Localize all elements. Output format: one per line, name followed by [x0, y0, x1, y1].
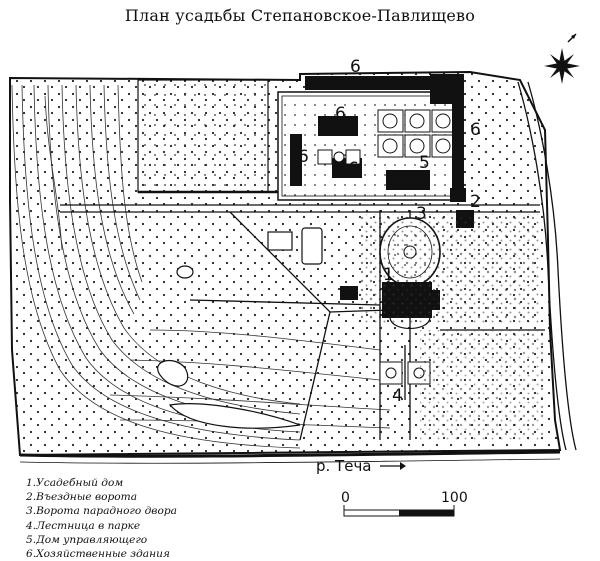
- marker-2: 2: [470, 192, 481, 212]
- scale-end-label: 100: [441, 490, 468, 506]
- marker-6-right: 6: [470, 120, 481, 140]
- ponds: [157, 227, 323, 429]
- compass-rose-icon: [544, 33, 580, 84]
- legend: 1.Усадебный дом 2.Въездные ворота 3.Воро…: [26, 476, 177, 561]
- scale-start-label: 0: [341, 490, 350, 506]
- courtyard-ornaments: [317, 149, 361, 165]
- marker-5: 5: [419, 153, 430, 173]
- marker-6-left: 6: [298, 147, 309, 167]
- legend-item-courtyard-gate: 3.Ворота парадного двора: [26, 505, 177, 518]
- map-title: План усадьбы Степановское-Павлищево: [124, 6, 476, 25]
- orchard-block: [137, 79, 269, 193]
- marker-1: 1: [383, 265, 394, 285]
- marker-6-upper: 6: [335, 104, 346, 124]
- field-strips: [11, 84, 391, 449]
- legend-item-park-staircase: 4.Лестница в парке: [26, 519, 141, 532]
- legend-item-main-house: 1.Усадебный дом: [26, 477, 124, 489]
- marker-6-top: 6: [350, 57, 361, 77]
- legend-item-entrance-gate: 2.Въездные ворота: [26, 491, 138, 504]
- marker-3: 3: [416, 204, 427, 224]
- river-label: р. Теча: [316, 457, 372, 475]
- parterre: [377, 109, 455, 158]
- legend-item-service-buildings: 6.Хозяйственные здания: [26, 548, 170, 561]
- river-bank: [19, 450, 561, 458]
- marker-6-center: 6: [348, 159, 359, 179]
- marker-4: 4: [392, 386, 403, 406]
- road-right: [517, 81, 577, 451]
- arrow-right-icon: [380, 462, 406, 470]
- scale-bar: [343, 505, 455, 517]
- legend-item-managers-house: 5.Дом управляющего: [26, 533, 148, 546]
